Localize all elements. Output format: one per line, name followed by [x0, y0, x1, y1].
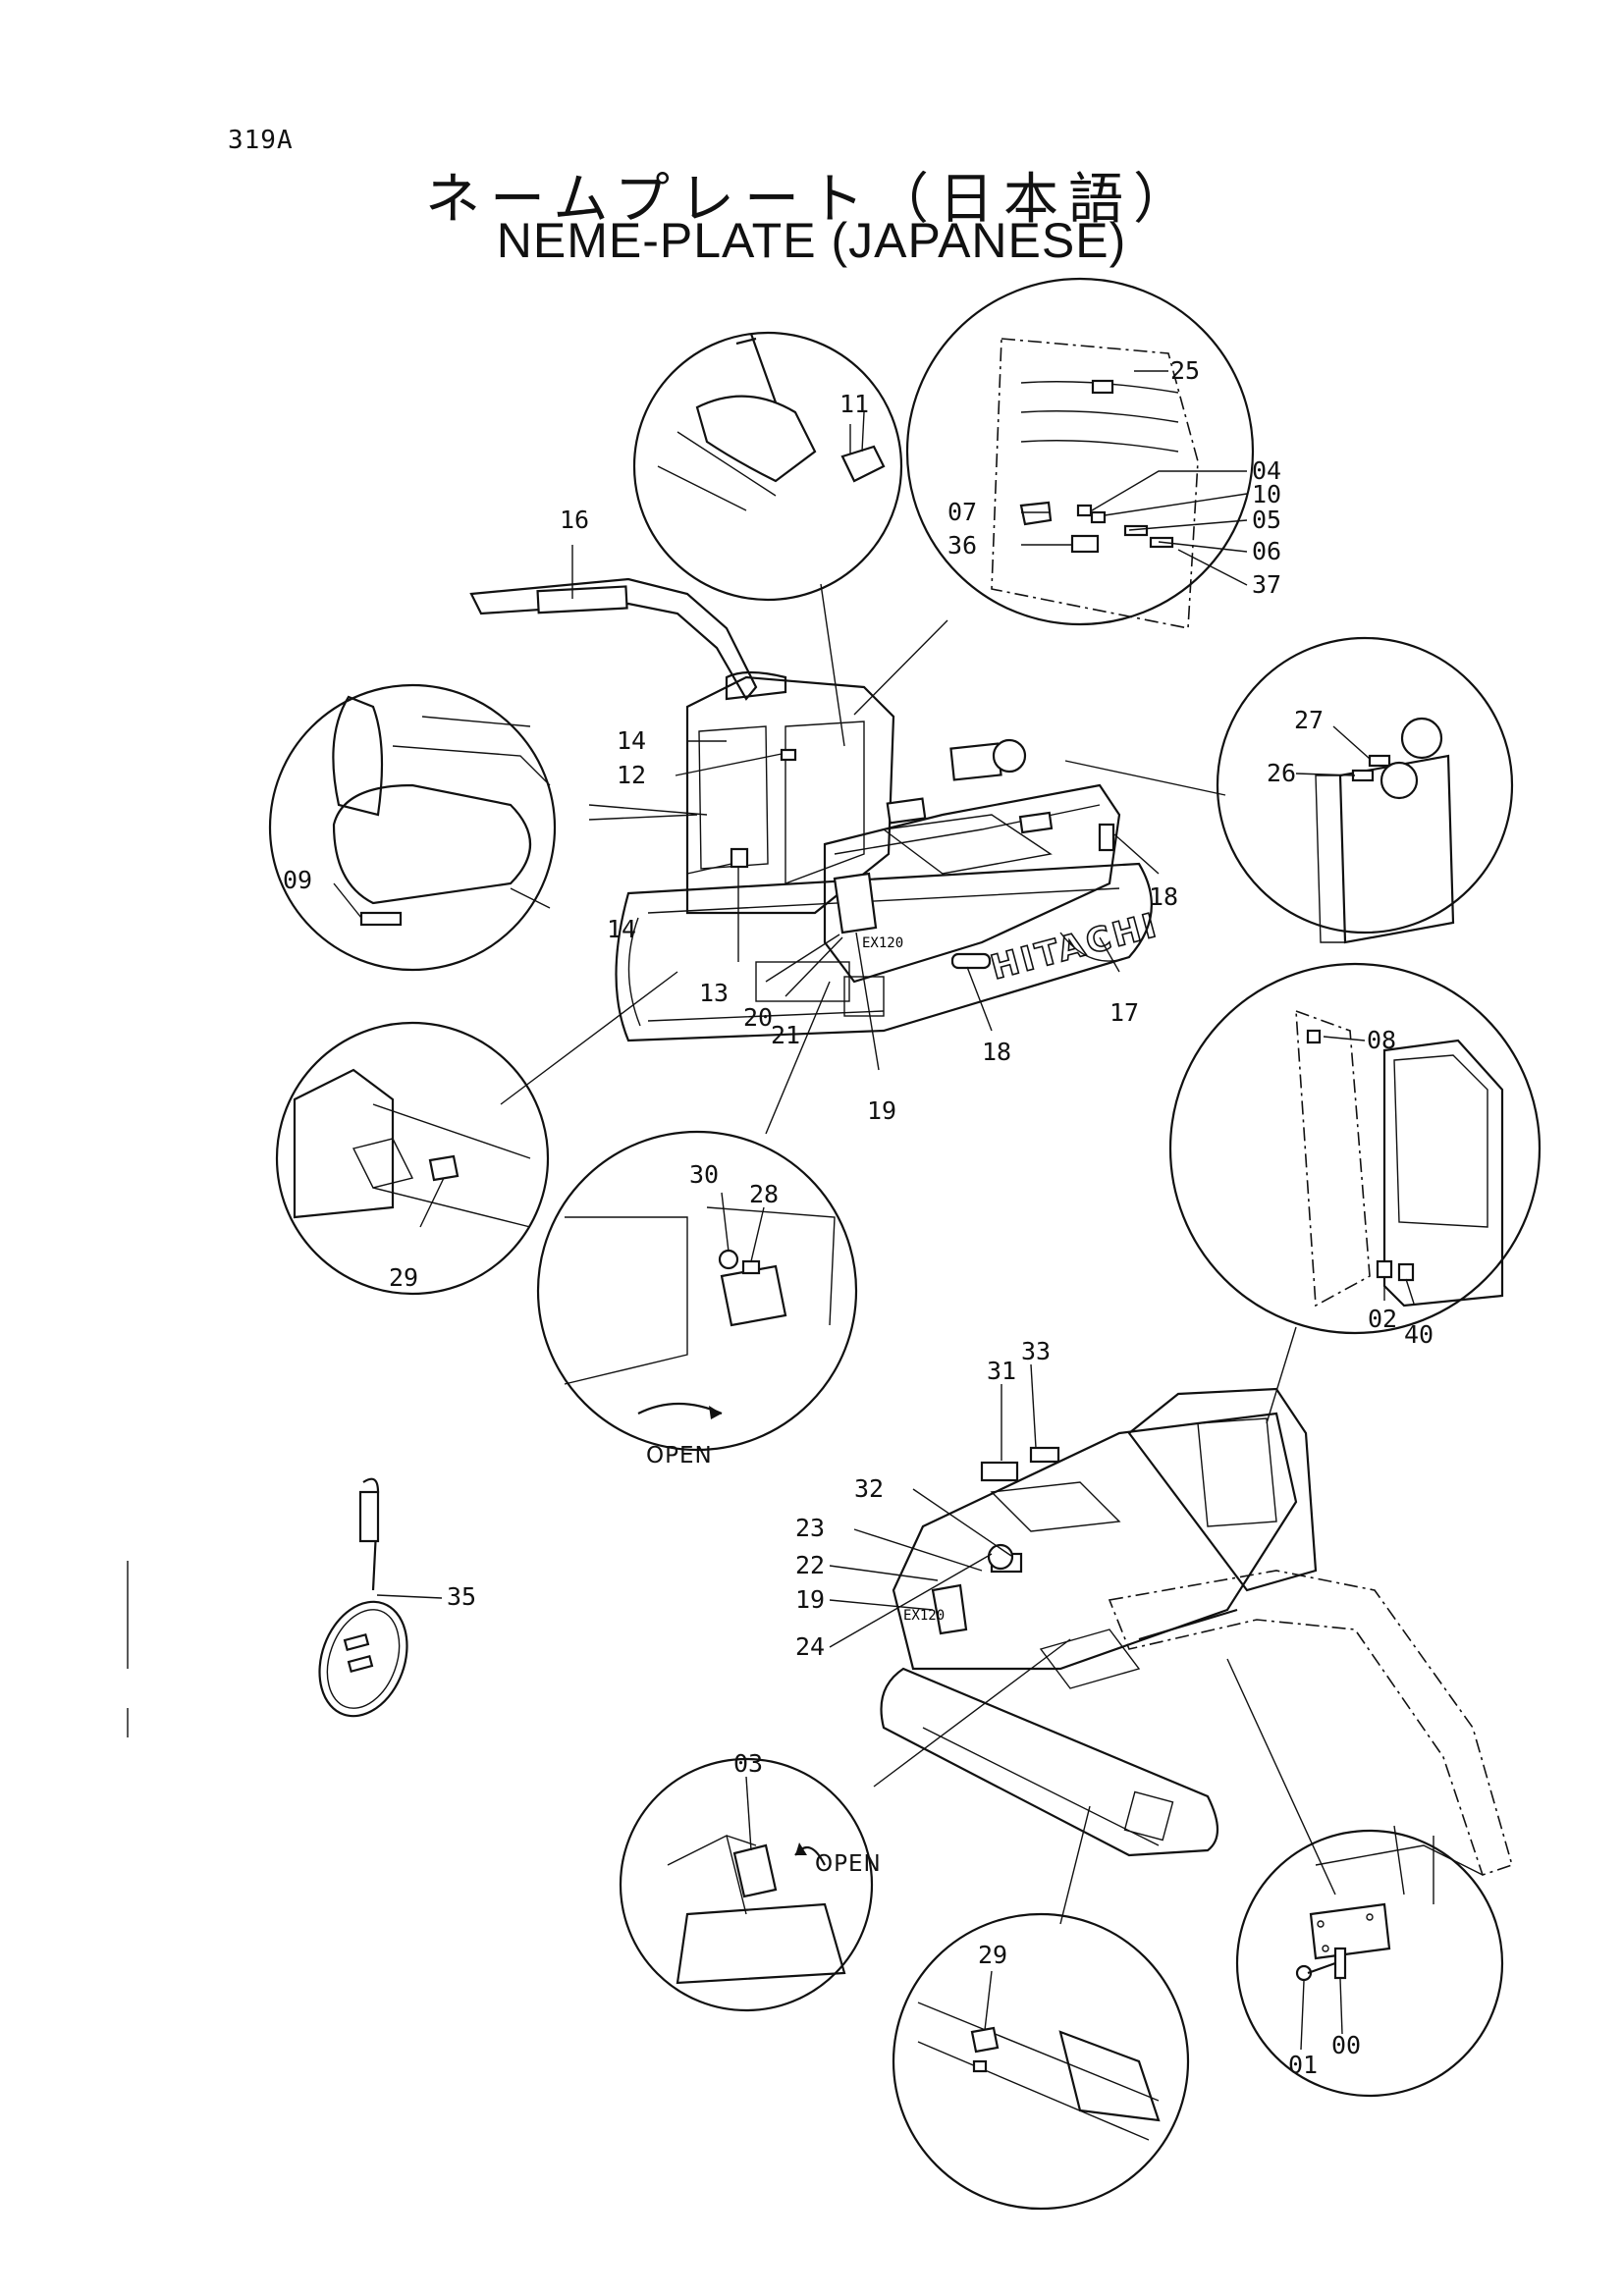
part-label-32: 32: [854, 1474, 884, 1503]
part-label-28: 28: [749, 1180, 779, 1208]
part-label-36: 36: [947, 531, 977, 560]
part-label-29-upper: 29: [389, 1263, 418, 1292]
detail-bubble-window: [853, 277, 1255, 716]
part-label-14-lower: 14: [607, 915, 636, 943]
part-label-40: 40: [1404, 1320, 1434, 1349]
title-english: NEME-PLATE (JAPANESE): [496, 213, 1127, 268]
part-label-16: 16: [560, 506, 589, 534]
detail-bubble-door: [1168, 962, 1542, 1424]
part-label-20: 20: [743, 1003, 773, 1032]
part-label-19-upper: 19: [867, 1096, 896, 1125]
open-label-battery: OPEN: [646, 1443, 713, 1468]
part-label-24: 24: [795, 1632, 825, 1661]
part-label-29-lower: 29: [978, 1941, 1007, 1969]
part-label-27: 27: [1294, 706, 1324, 734]
detail-bubble-frame-upper: [275, 971, 678, 1296]
part-label-01: 01: [1288, 2051, 1318, 2079]
detail-bubble-tank: [1064, 636, 1514, 944]
part-label-02: 02: [1368, 1305, 1397, 1333]
excavator-upper-view: HITACHI EX120: [469, 577, 1163, 1042]
part-label-05: 05: [1252, 506, 1281, 534]
part-label-26: 26: [1267, 759, 1296, 787]
part-label-18-right: 18: [1149, 882, 1178, 911]
part-label-18-lower: 18: [982, 1038, 1011, 1066]
part-label-14-upper: 14: [617, 726, 646, 755]
part-label-17: 17: [1109, 998, 1139, 1027]
detail-bubble-toolbox: [619, 1757, 874, 2012]
part-label-13: 13: [699, 979, 729, 1007]
part-label-11: 11: [839, 390, 869, 418]
detail-bubble-frame-lower: [892, 1912, 1190, 2211]
excavator-lower-view: EX120: [873, 1387, 1513, 1925]
part-label-10: 10: [1252, 480, 1281, 508]
detail-bubble-seat: [268, 683, 708, 972]
detail-bubble-lever: [632, 331, 903, 747]
part-label-25: 25: [1170, 356, 1200, 385]
key-tag: [318, 1477, 408, 1718]
part-label-19-lower: 19: [795, 1585, 825, 1614]
part-label-03: 03: [733, 1749, 763, 1778]
open-label-toolbox: OPEN: [815, 1851, 882, 1877]
model-lettering-lower: EX120: [903, 1608, 945, 1624]
part-label-35: 35: [447, 1582, 476, 1611]
part-label-06: 06: [1252, 537, 1281, 565]
detail-bubble-plate: [1235, 1825, 1504, 2098]
model-lettering: EX120: [862, 935, 903, 951]
part-label-00: 00: [1331, 2031, 1361, 2059]
part-label-07: 07: [947, 498, 977, 526]
part-label-09: 09: [283, 866, 312, 894]
part-label-33: 33: [1021, 1337, 1051, 1365]
part-label-12: 12: [617, 761, 646, 789]
detail-bubble-battery: [536, 981, 858, 1452]
part-number-labels: 11 25 04 10 05 06 37 07 36 16 14 12 09 1…: [283, 356, 1434, 2079]
part-label-37: 37: [1252, 570, 1281, 599]
part-label-22: 22: [795, 1551, 825, 1579]
brand-lettering: HITACHI: [987, 906, 1163, 988]
part-label-30: 30: [689, 1160, 719, 1189]
title-japanese: ネームプレート（日本語）: [425, 168, 1198, 232]
part-label-31: 31: [987, 1357, 1016, 1385]
part-label-08: 08: [1367, 1026, 1396, 1054]
part-label-21: 21: [771, 1021, 800, 1049]
part-label-23: 23: [795, 1514, 825, 1542]
page-code: 319A: [228, 126, 294, 155]
leader-lines: [333, 370, 1415, 2051]
part-label-04: 04: [1252, 456, 1281, 485]
